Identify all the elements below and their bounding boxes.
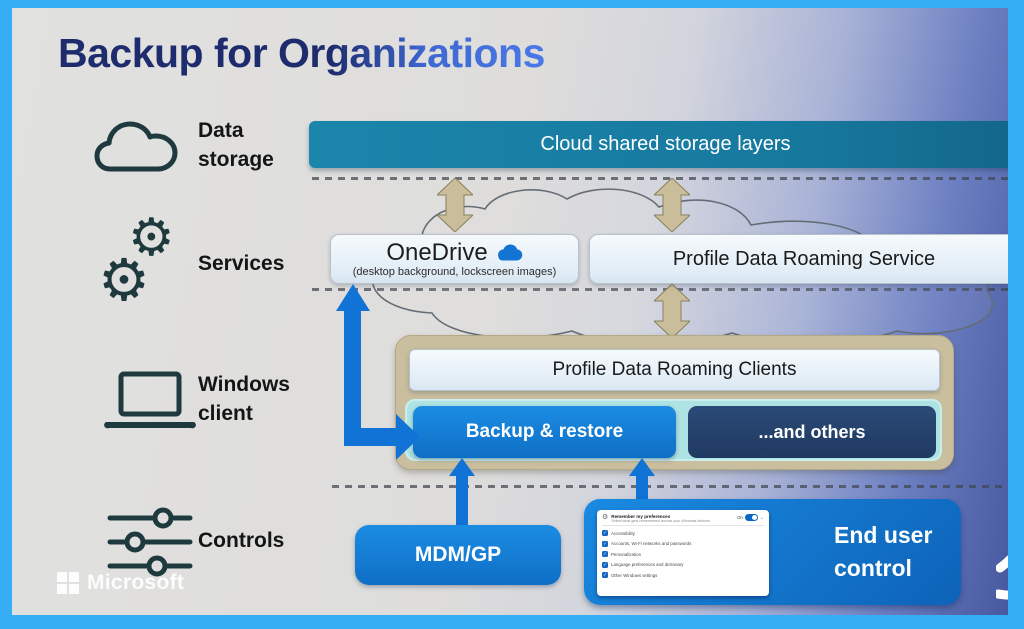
end-user-control-label: End user control [834, 522, 933, 582]
end-user-control-box: ⚙ Remember my preferences Select what ge… [584, 499, 961, 605]
settings-item: ✓ Language preferences and dictionary [602, 561, 684, 568]
roaming-clients-box: Profile Data Roaming Clients [409, 349, 940, 391]
settings-item: ✓ Accessibility [602, 530, 635, 536]
settings-gear-icon: ⚙ [602, 514, 609, 521]
sync-arrow-storage-roaming-service [654, 178, 690, 232]
onedrive-box: OneDrive (desktop background, lockscreen… [330, 234, 579, 284]
checkbox-icon[interactable]: ✓ [602, 530, 608, 536]
mdm-gp-label: MDM/GP [414, 543, 502, 566]
gear-bottom-icon: ⚙ [98, 248, 150, 313]
and-others-box: ...and others [688, 406, 936, 458]
cloud-storage-layers-label: Cloud shared storage layers [540, 133, 791, 155]
sidebar-label-services: Services [198, 252, 285, 275]
microsoft-squares-icon [57, 572, 79, 594]
laptop-icon [104, 371, 196, 429]
windows-settings-panel: ⚙ Remember my preferences Select what ge… [597, 510, 769, 596]
checkbox-icon[interactable]: ✓ [602, 551, 608, 557]
dashed-separator-bottom [332, 485, 1008, 488]
roaming-service-box: Profile Data Roaming Service [589, 234, 1008, 284]
roaming-service-label: Profile Data Roaming Service [672, 247, 936, 270]
client-sync-elbow-arrow [336, 284, 420, 460]
sidebar-label-controls: Controls [198, 529, 285, 552]
mdm-gp-up-arrow [449, 458, 475, 530]
mdm-gp-box: MDM/GP [355, 525, 561, 585]
microsoft-logo: Microsoft [57, 571, 184, 595]
backup-restore-label: Backup & restore [465, 421, 624, 442]
checkbox-icon[interactable]: ✓ [602, 540, 608, 547]
sidebar-label-data-storage: Data storage [198, 119, 274, 172]
microsoft-wordmark: Microsoft [87, 571, 185, 594]
decorative-shape [996, 555, 1008, 600]
settings-item: ✓ Personalization [602, 551, 642, 557]
toggle-state-label: On [737, 515, 743, 520]
page-title: Backup for Organizations [58, 30, 545, 76]
onedrive-cloud-icon [497, 244, 522, 261]
sidebar-label-windows-client: Windows client [198, 373, 290, 426]
checkbox-icon[interactable]: ✓ [602, 572, 608, 578]
chevron-down-icon[interactable]: ⌄ [759, 514, 764, 521]
settings-items-list: ✓ Accessibility ✓ Accounts, Wi-Fi networ… [602, 530, 764, 578]
sliders-icon [107, 507, 193, 577]
gears-icon: ⚙ ⚙ [98, 209, 200, 314]
dashed-separator-middle [312, 288, 1008, 291]
cloud-icon [94, 121, 178, 172]
sync-arrow-storage-onedrive [437, 178, 473, 232]
cloud-storage-layers-bar: Cloud shared storage layers [309, 121, 1008, 168]
settings-item: ✓ Accounts, Wi-Fi networks and passwords [602, 540, 692, 547]
preferences-toggle[interactable] [744, 514, 758, 521]
sync-arrow-service-clients [654, 284, 690, 338]
settings-subtitle: Select what gets remembered across your … [611, 519, 710, 523]
settings-title: Remember my preferences [611, 514, 671, 519]
onedrive-label: OneDrive [386, 238, 488, 266]
roaming-clients-label: Profile Data Roaming Clients [552, 359, 797, 380]
and-others-label: ...and others [758, 421, 866, 442]
gear-top-icon: ⚙ [128, 209, 175, 267]
dashed-separator-top [312, 177, 1008, 180]
settings-header: ⚙ Remember my preferences Select what ge… [602, 514, 764, 526]
end-user-control-up-arrow [629, 458, 655, 508]
onedrive-subtitle: (desktop background, lockscreen images) [352, 265, 557, 278]
backup-restore-box: Backup & restore [413, 406, 676, 458]
checkbox-icon[interactable]: ✓ [602, 561, 608, 568]
slide-canvas: Backup for Organizations Data storage ⚙ … [12, 8, 1008, 615]
settings-item: ✓ Other Windows settings [602, 572, 658, 578]
